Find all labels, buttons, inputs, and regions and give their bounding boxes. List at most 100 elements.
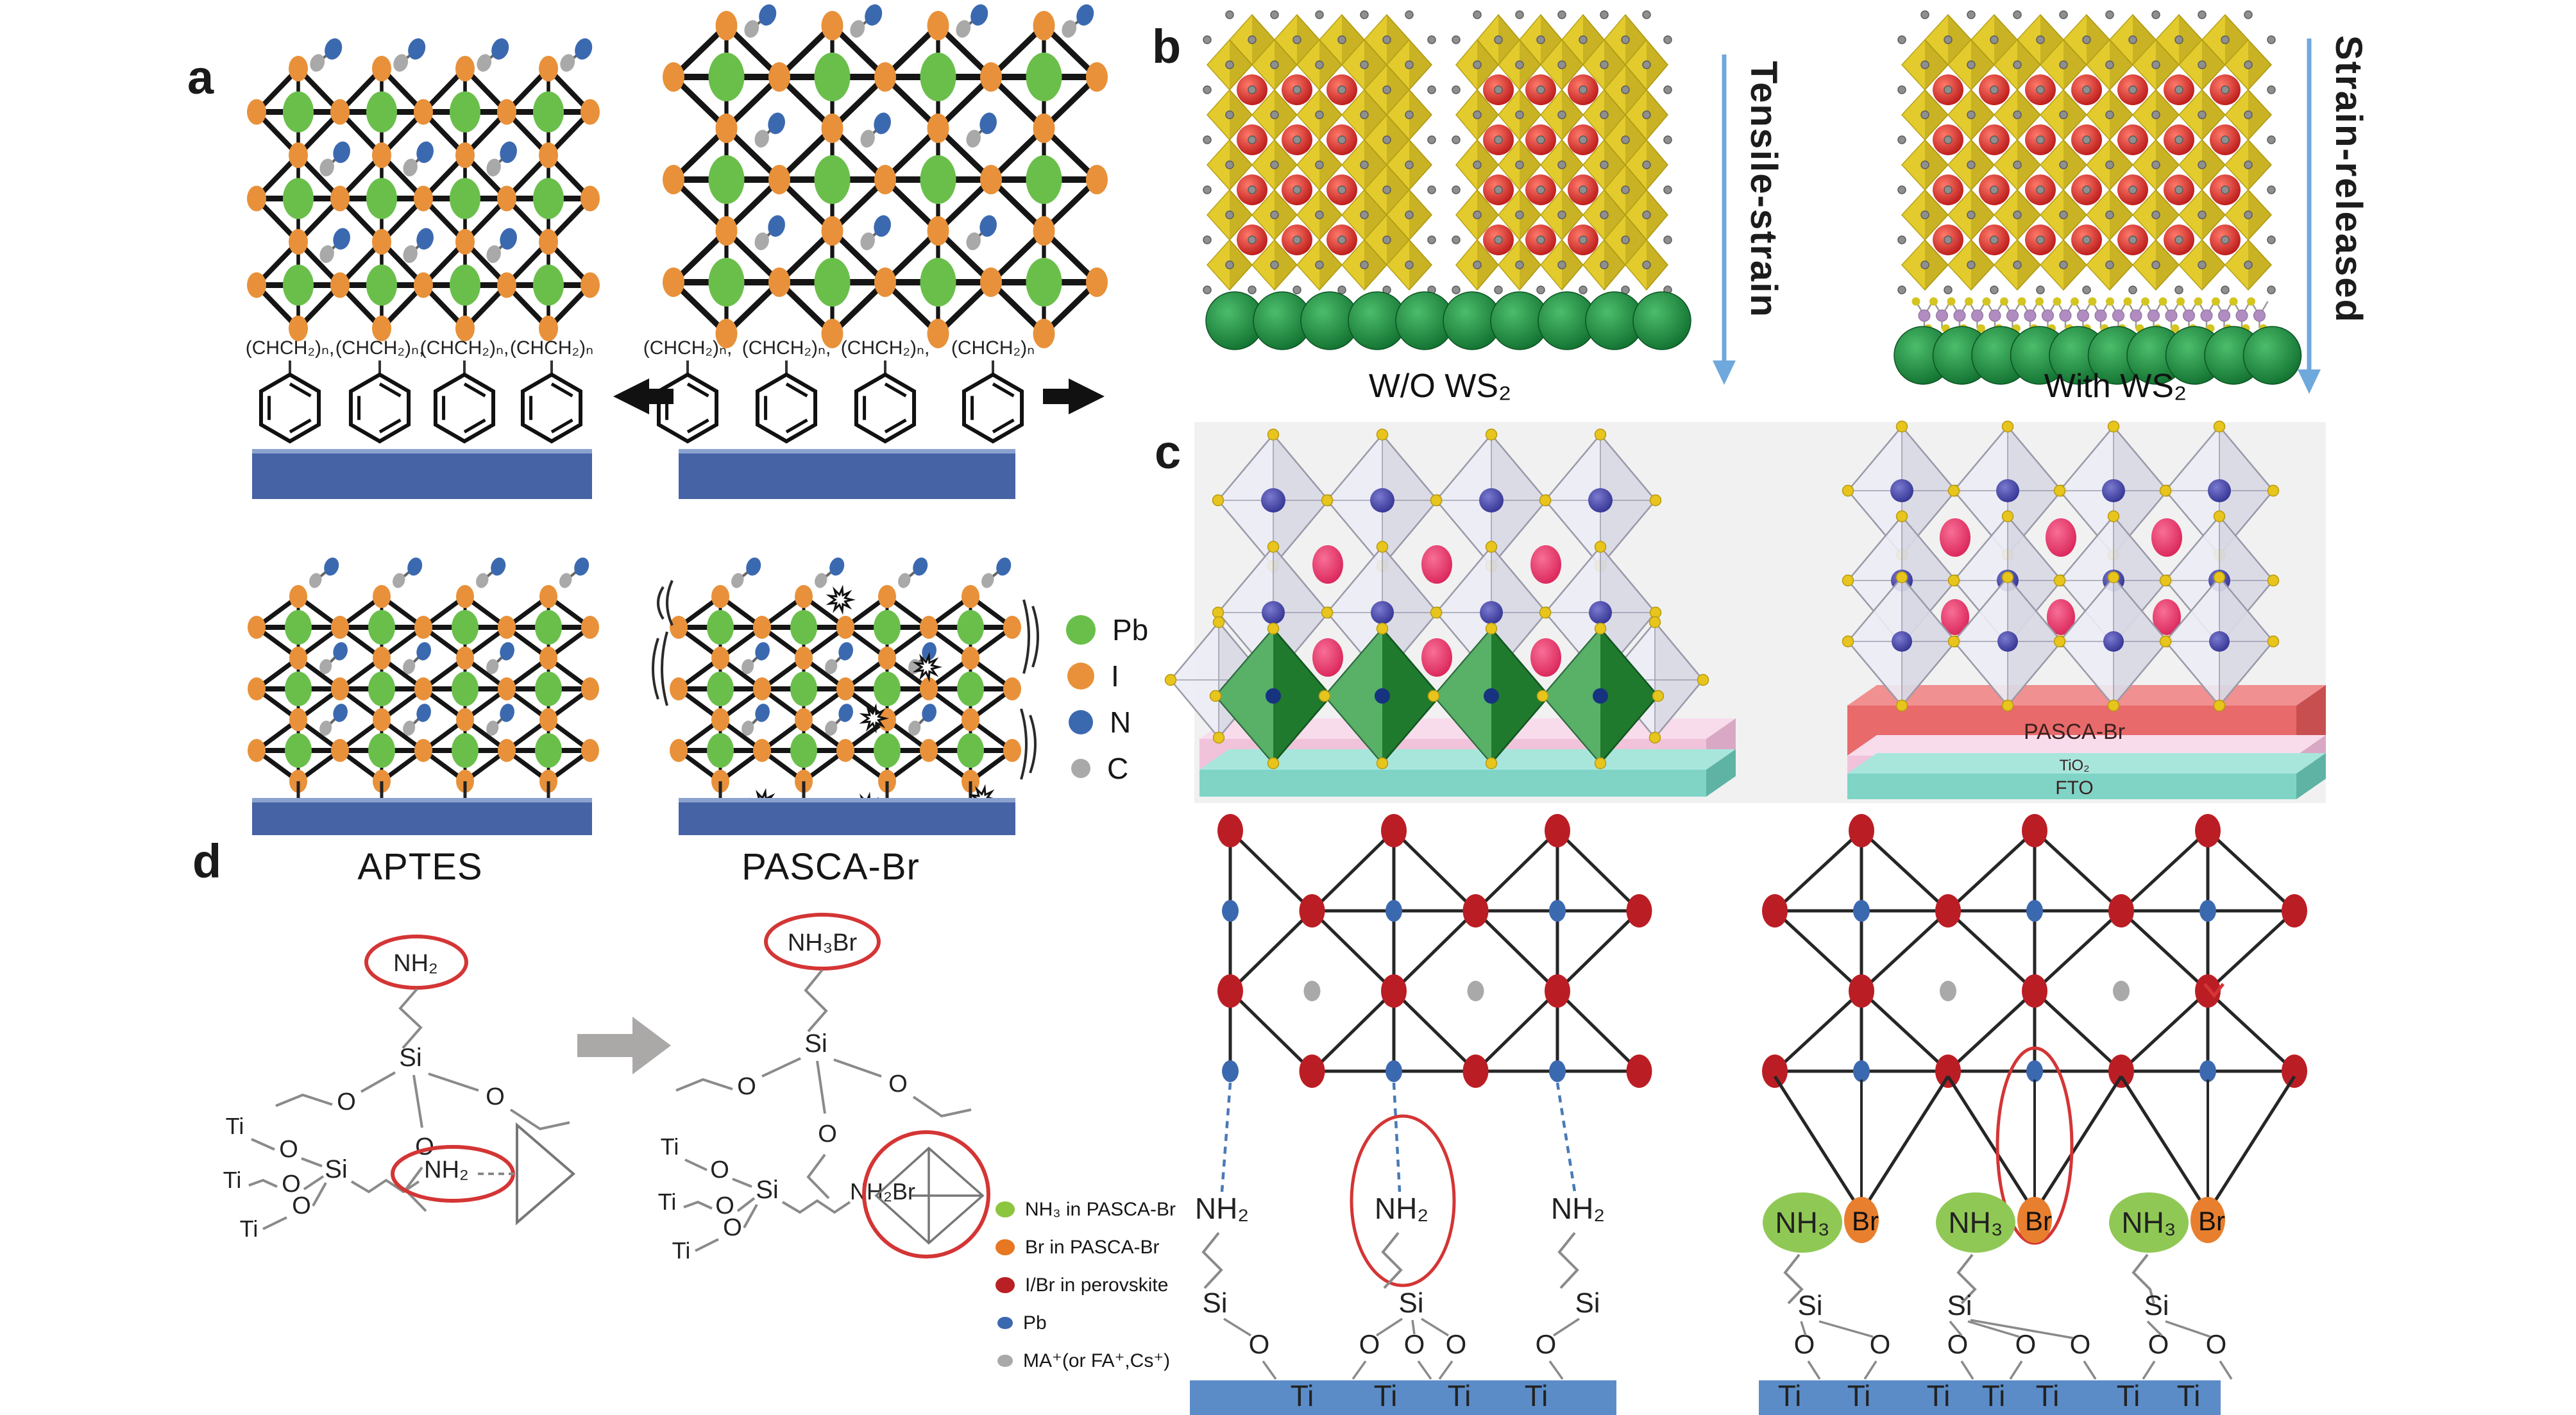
svg-text:Ti: Ti [223, 1167, 242, 1193]
ma-cation-dumbbell [741, 642, 770, 674]
legend-dot [996, 1201, 1015, 1217]
legend-label: N [1110, 706, 1131, 739]
ma-cation-dumbbell [754, 112, 785, 148]
svg-text:O: O [486, 1083, 505, 1110]
svg-text:Br: Br [2198, 1206, 2225, 1236]
svg-text:Ti: Ti [672, 1237, 691, 1264]
legend-item-pb: Pb [1066, 607, 1148, 653]
svg-text:O: O [710, 1157, 729, 1183]
ma-cation-dumbbell [486, 704, 514, 736]
ma-cation-dumbbell [403, 228, 434, 264]
svg-text:Ti: Ti [1847, 1379, 1871, 1412]
ma-cation-dumbbell [956, 4, 988, 38]
panel-a-substrates-bottom [252, 798, 1015, 835]
ma-cation-dumbbell [486, 141, 517, 177]
legend-d-item-0: NH₃ in PASCA-Br [996, 1190, 1176, 1228]
panel-d-label: d [192, 835, 222, 888]
svg-text:Ti: Ti [658, 1189, 677, 1215]
svg-text:O: O [2206, 1329, 2227, 1359]
svg-text:O: O [2015, 1329, 2037, 1359]
legend-label: I/Br in perovskite [1025, 1274, 1169, 1296]
ma-cation-dumbbell [1062, 4, 1094, 38]
layer-fto: FTO [2055, 777, 2094, 799]
svg-text:Ti: Ti [1525, 1379, 1548, 1412]
panel-b-label: b [1152, 20, 1182, 73]
svg-text:NH₂: NH₂ [1551, 1192, 1605, 1225]
panel-a-label: a [187, 51, 214, 104]
svg-text:Si: Si [399, 1044, 422, 1072]
svg-text:NH₂: NH₂ [393, 950, 438, 977]
label-strain-released: Strain-released [2328, 35, 2369, 324]
panel-a-substrates-top [252, 449, 1015, 499]
svg-text:Si: Si [325, 1155, 348, 1183]
svg-text:O: O [337, 1089, 356, 1115]
title-pasca-br: PASCA-Br [741, 846, 920, 888]
ma-cation-dumbbell [898, 557, 928, 588]
legend-label: NH₃ in PASCA-Br [1025, 1198, 1176, 1220]
svg-text:Si: Si [1797, 1290, 1822, 1321]
legend-dot [1066, 615, 1096, 645]
svg-text:(CHCH₂)ₙ,: (CHCH₂)ₙ, [742, 337, 831, 359]
panel-a-lattice-bottom-left [248, 557, 599, 798]
layer-pasca-br: PASCA-Br [2023, 720, 2126, 744]
svg-text:NH₃: NH₃ [1775, 1206, 1829, 1239]
svg-text:Si: Si [1202, 1287, 1227, 1319]
ma-cation-dumbbell [319, 228, 350, 264]
ma-cation-dumbbell [319, 141, 350, 177]
panel-a-lattice-bottom-right [670, 557, 1021, 798]
svg-text:Ti: Ti [1982, 1379, 2006, 1412]
ma-cation-dumbbell [486, 228, 517, 264]
svg-text:Ti: Ti [226, 1113, 244, 1139]
ma-cation-dumbbell [310, 38, 343, 72]
svg-text:(CHCH₂)ₙ: (CHCH₂)ₙ [510, 337, 593, 359]
ma-cation-dumbbell [754, 215, 785, 251]
svg-text:Si: Si [1947, 1290, 1972, 1321]
svg-text:O: O [1249, 1329, 1270, 1359]
panel-a-expansion-arrows [613, 378, 1105, 414]
ma-cation-dumbbell [741, 704, 770, 736]
svg-text:Ti: Ti [1374, 1379, 1398, 1412]
ma-cation-dumbbell [309, 557, 339, 588]
svg-text:Ti: Ti [1778, 1379, 1802, 1412]
svg-text:O: O [723, 1214, 742, 1241]
legend-d-item-2: I/Br in perovskite [996, 1266, 1176, 1304]
svg-text:Ti: Ti [2177, 1379, 2201, 1412]
ma-cation-dumbbell [319, 642, 348, 674]
panel-a-polymer-right: (CHCH₂)ₙ,(CHCH₂)ₙ,(CHCH₂)ₙ,(CHCH₂)ₙ [643, 337, 1035, 444]
ma-cation-dumbbell [560, 38, 593, 72]
svg-text:O: O [279, 1136, 298, 1163]
ma-cation-dumbbell [319, 704, 348, 736]
svg-text:O: O [1536, 1329, 1557, 1359]
legend-item-n: N [1066, 699, 1148, 745]
legend-label: Br in PASCA-Br [1025, 1236, 1160, 1258]
svg-text:NH₂: NH₂ [424, 1157, 469, 1183]
panel-b-perovskite-blocks [1203, 10, 2276, 294]
legend-dot [996, 1277, 1015, 1293]
svg-text:Si: Si [804, 1029, 827, 1058]
svg-text:O: O [888, 1071, 908, 1097]
legend-dot [1071, 759, 1090, 778]
ma-cation-dumbbell [860, 215, 891, 251]
svg-text:O: O [2148, 1329, 2169, 1359]
legend-item-i: I [1066, 653, 1148, 699]
legend-dot [997, 1316, 1013, 1330]
legend-label: Pb [1112, 613, 1149, 647]
svg-text:(CHCH₂)ₙ: (CHCH₂)ₙ [951, 337, 1035, 359]
legend-label: C [1107, 752, 1129, 785]
panel-a-polymer-left: (CHCH₂)ₙ,(CHCH₂)ₙ,(CHCH₂)ₙ,(CHCH₂)ₙ [246, 337, 593, 444]
panel-c-label: c [1155, 425, 1182, 479]
svg-text:Si: Si [1575, 1287, 1600, 1319]
panel-c-structures [1164, 420, 2326, 799]
svg-text:O: O [2070, 1329, 2091, 1359]
svg-text:Si: Si [756, 1176, 779, 1204]
title-aptes: APTES [357, 846, 483, 888]
svg-text:Ti: Ti [1291, 1379, 1314, 1412]
legend-label: I [1111, 659, 1119, 693]
ma-cation-dumbbell [393, 38, 426, 72]
legend-d-item-3: Pb [996, 1304, 1176, 1342]
